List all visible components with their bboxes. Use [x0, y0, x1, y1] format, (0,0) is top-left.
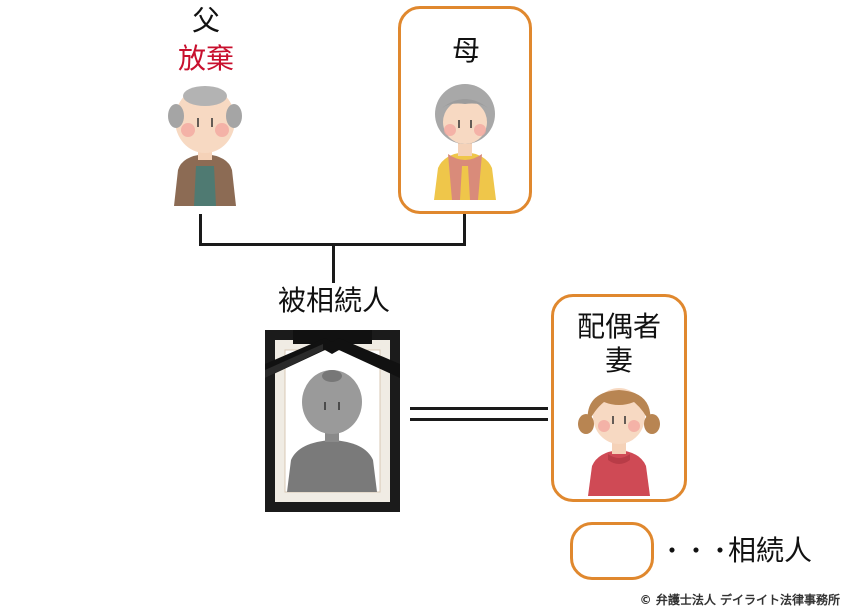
legend-dots: ・・・: [660, 537, 732, 565]
deceased-title: 被相続人: [277, 284, 390, 317]
father-status: 放棄: [177, 42, 234, 75]
spouse-title-line2: 妻: [604, 344, 633, 377]
father-down-line: [199, 214, 202, 246]
deceased-memorial-portrait: [265, 330, 400, 512]
spouse-title-line1: 配偶者: [576, 310, 661, 343]
parents-to-deceased-line: [332, 243, 335, 283]
copyright-credit: © 弁護士法人 デイライト法律事務所: [639, 593, 840, 607]
legend-label: 相続人: [727, 534, 812, 567]
father-illustration: [168, 86, 242, 206]
marriage-line-top: [410, 407, 548, 410]
marriage-line-bottom: [410, 418, 548, 421]
mother-heir-box: [398, 6, 532, 214]
mother-title: 母: [451, 34, 480, 67]
mother-down-line: [463, 214, 466, 246]
spouse-illustration: [578, 388, 660, 496]
spouse-heir-box: [551, 294, 687, 502]
mother-illustration: [434, 84, 496, 200]
father-title: 父: [191, 4, 220, 37]
legend-heir-box-sample: [570, 522, 654, 580]
